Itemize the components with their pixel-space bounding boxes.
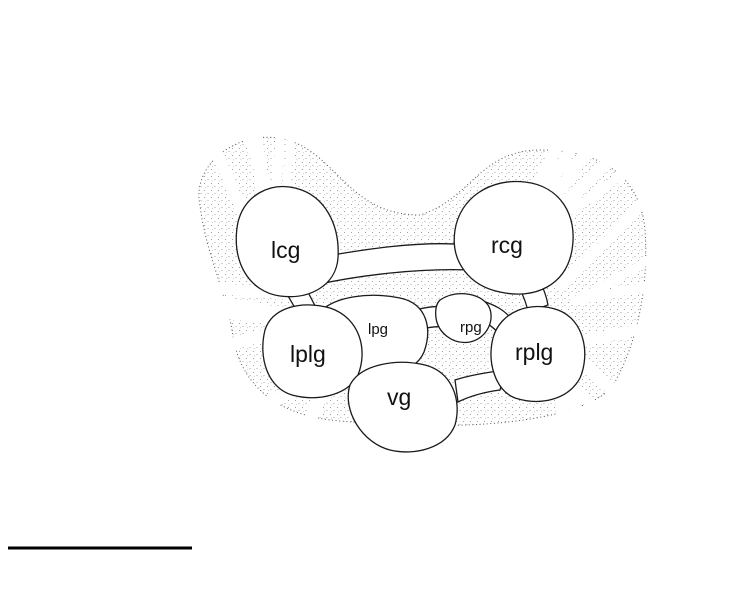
label-rplg: rplg [515,339,553,365]
label-lpg: lpg [368,321,388,338]
label-lplg: lplg [290,341,326,367]
label-rcg: rcg [491,232,523,258]
label-vg: vg [387,384,411,410]
label-lcg: lcg [271,237,300,263]
nerve-lplg-7-core [264,395,320,540]
label-rpg: rpg [460,319,482,336]
nerve-lplg-6-core [150,385,300,470]
